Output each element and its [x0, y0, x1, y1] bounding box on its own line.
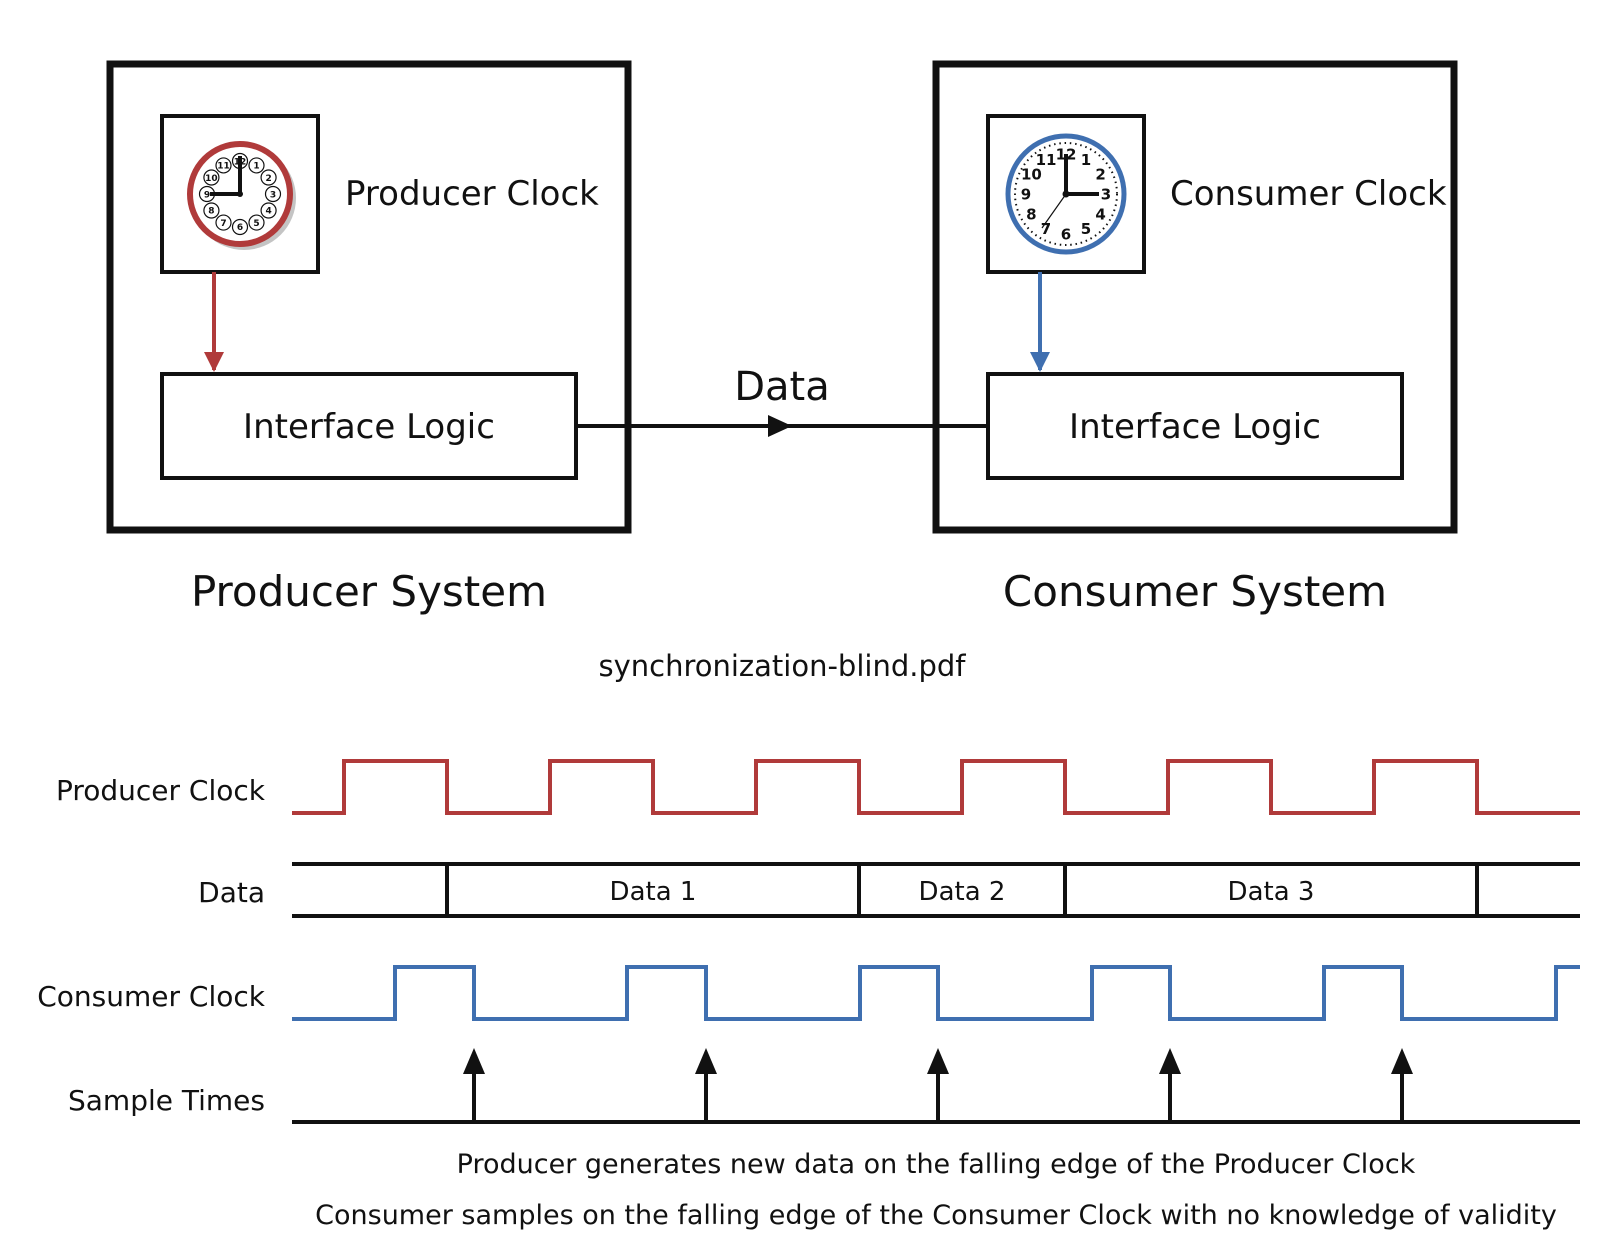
- svg-text:10: 10: [205, 174, 218, 184]
- svg-text:1: 1: [253, 162, 259, 172]
- row-label-sample-times: Sample Times: [68, 1084, 265, 1117]
- row-label-data: Data: [198, 876, 265, 909]
- data-segment-2: Data 2: [919, 877, 1006, 907]
- data-link: Data: [576, 364, 988, 437]
- consumer-clock-label: Consumer Clock: [1170, 174, 1447, 214]
- row-label-producer-clock: Producer Clock: [56, 774, 266, 807]
- svg-text:9: 9: [204, 190, 210, 200]
- sample-arrow: [463, 1048, 485, 1122]
- consumer-clock-icon: 123456789101112: [1005, 133, 1127, 255]
- sample-arrow: [1391, 1048, 1413, 1122]
- svg-text:11: 11: [217, 162, 230, 172]
- sample-arrow: [927, 1048, 949, 1122]
- row-label-consumer-clock: Consumer Clock: [37, 980, 266, 1013]
- svg-text:7: 7: [1041, 220, 1051, 238]
- svg-text:4: 4: [1095, 205, 1105, 223]
- svg-text:10: 10: [1021, 165, 1042, 183]
- timing-diagram: Producer Clock Data Consumer Clock Sampl…: [37, 759, 1580, 1231]
- consumer-system-label: Consumer System: [1003, 567, 1387, 616]
- consumer-interface-label: Interface Logic: [1069, 407, 1321, 447]
- timing-note-consumer: Consumer samples on the falling edge of …: [315, 1200, 1557, 1231]
- svg-text:2: 2: [1095, 165, 1105, 183]
- producer-clock-label: Producer Clock: [345, 174, 599, 214]
- svg-text:8: 8: [1026, 205, 1036, 223]
- svg-text:5: 5: [253, 219, 259, 229]
- consumer-system-box: [932, 60, 1458, 534]
- svg-text:3: 3: [270, 190, 276, 200]
- data-link-arrowhead: [768, 415, 792, 437]
- data-link-label: Data: [734, 364, 830, 410]
- consumer-interface-box: [986, 372, 1404, 480]
- sample-arrow: [1159, 1048, 1181, 1122]
- svg-text:11: 11: [1036, 151, 1057, 169]
- consumer-clock-waveform: [292, 965, 1580, 1021]
- diagram-filename: synchronization-blind.pdf: [598, 649, 966, 683]
- svg-text:6: 6: [237, 223, 243, 233]
- consumer-system: 123456789101112 Consumer Clock Interface…: [932, 60, 1458, 616]
- timing-note-producer: Producer generates new data on the falli…: [457, 1149, 1416, 1180]
- svg-text:2: 2: [265, 174, 271, 184]
- svg-text:5: 5: [1081, 220, 1091, 238]
- svg-text:8: 8: [208, 207, 214, 217]
- producer-system-box: [106, 60, 632, 534]
- data-segment-3: Data 3: [1228, 877, 1315, 907]
- sample-arrow: [695, 1048, 717, 1122]
- svg-text:9: 9: [1021, 185, 1031, 203]
- svg-text:1: 1: [1081, 151, 1091, 169]
- svg-text:7: 7: [220, 219, 226, 229]
- producer-system: 123456789101112 Producer Clock Interface…: [106, 60, 632, 616]
- svg-text:3: 3: [1101, 185, 1111, 203]
- producer-clock-waveform: [292, 759, 1580, 815]
- producer-system-label: Producer System: [191, 567, 547, 616]
- producer-interface-label: Interface Logic: [243, 407, 495, 447]
- data-segment-1: Data 1: [610, 877, 697, 907]
- data-bus: Data 1 Data 2 Data 3: [292, 862, 1580, 918]
- producer-clock-icon: 123456789101112: [187, 141, 296, 250]
- svg-text:6: 6: [1061, 225, 1071, 243]
- svg-text:4: 4: [265, 207, 271, 217]
